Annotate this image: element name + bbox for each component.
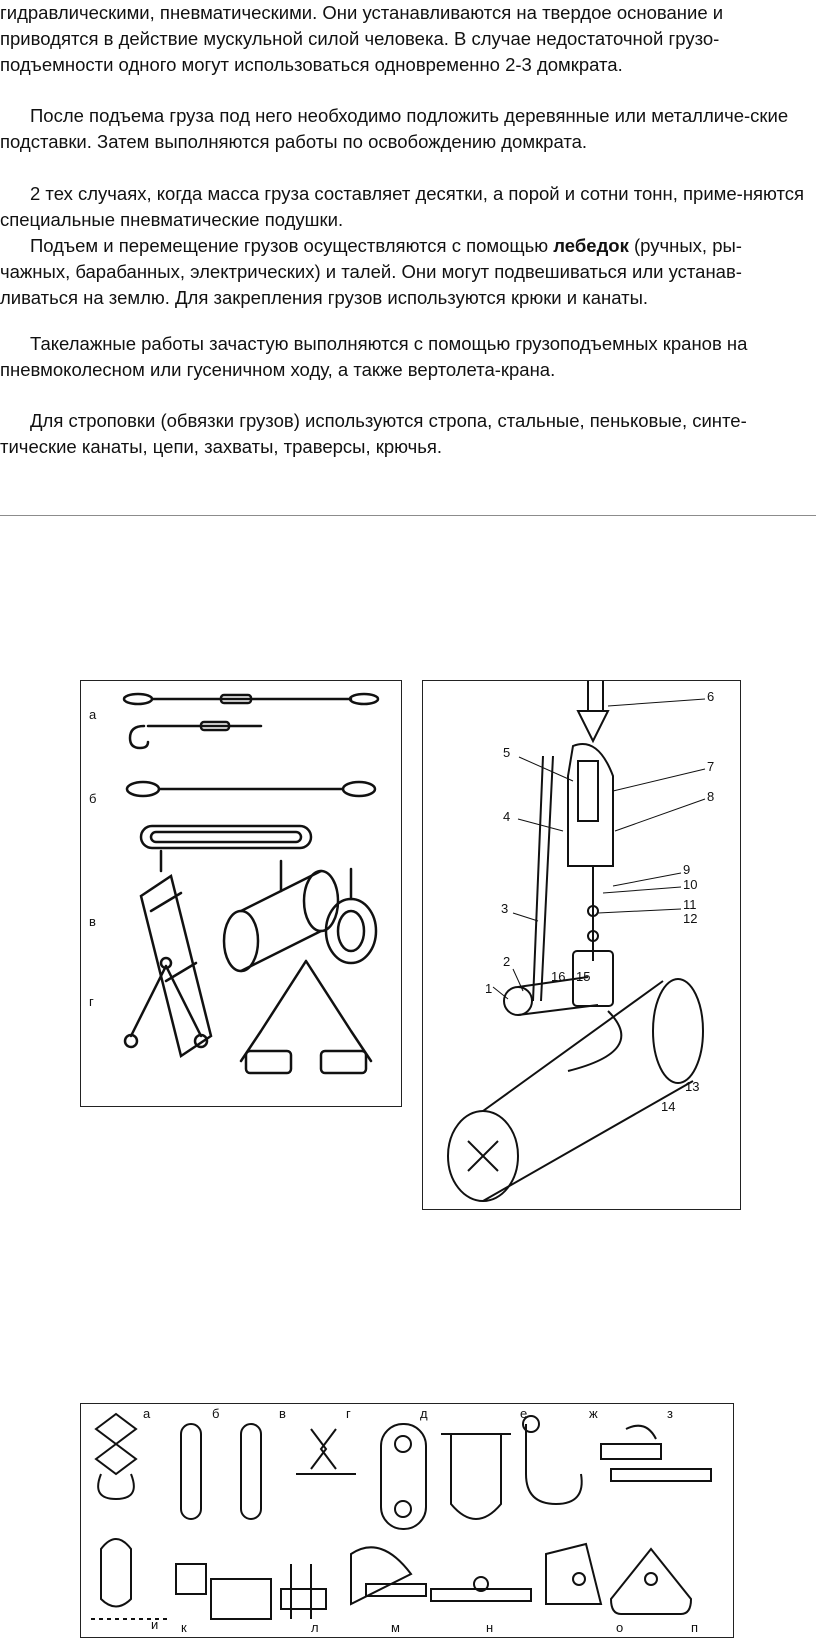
label-l: л	[311, 1620, 319, 1635]
label-15: 15	[576, 969, 590, 984]
label-9: 9	[683, 862, 690, 877]
label-1: 1	[485, 981, 492, 996]
label-8: 8	[707, 789, 714, 804]
bold-term: лебедок	[553, 235, 629, 256]
divider	[0, 515, 816, 516]
label-zh: ж	[589, 1406, 598, 1421]
label-v: в	[279, 1406, 286, 1421]
label-z: з	[667, 1406, 673, 1421]
paragraph: Подъем и перемещение грузов осуществляют…	[0, 233, 810, 311]
label-k: к	[181, 1620, 187, 1635]
figure-grips: а б в г д е ж з и к л м н о п	[80, 1403, 734, 1638]
label-16: 16	[551, 969, 565, 984]
text-run: (ручных, ры-чажных, барабанных, электрич…	[0, 235, 742, 308]
text-run: Подъем и перемещение грузов осуществляют…	[30, 235, 554, 256]
label-2: 2	[503, 954, 510, 969]
label-11: 11	[683, 897, 697, 912]
label-e: е	[520, 1406, 527, 1421]
label-4: 4	[503, 809, 510, 824]
paragraph: Такелажные работы зачастую выполняются с…	[0, 333, 748, 380]
slings-illustration: а б в г	[89, 692, 380, 1075]
paragraph: 2 тех случаях, когда масса груза составл…	[0, 183, 805, 230]
label-o: о	[616, 1620, 623, 1635]
label-p: п	[691, 1620, 698, 1635]
label-a: а	[143, 1406, 151, 1421]
label-v: в	[89, 914, 96, 929]
label-6: 6	[707, 689, 714, 704]
body-text: гидравлическими, пневматическими. Они ус…	[0, 0, 810, 460]
label-7: 7	[707, 759, 714, 774]
label-a: а	[89, 707, 97, 722]
label-b: б	[212, 1406, 219, 1421]
label-14: 14	[661, 1099, 675, 1114]
figure-pipe-sling: 1 2 3 4 5 6 7 8 9 10 11 12 13 14 15 16	[422, 680, 741, 1210]
figure-slings: а б в г	[80, 680, 402, 1107]
paragraph: После подъема груза под него необходимо …	[0, 105, 789, 152]
paragraph: гидравлическими, пневматическими. Они ус…	[0, 2, 724, 75]
label-10: 10	[683, 877, 697, 892]
label-d: д	[420, 1406, 428, 1421]
label-b: б	[89, 791, 96, 806]
label-g: г	[89, 994, 94, 1009]
label-13: 13	[685, 1079, 699, 1094]
label-n: н	[486, 1620, 493, 1635]
label-12: 12	[683, 911, 697, 926]
label-3: 3	[501, 901, 508, 916]
label-g: г	[346, 1406, 351, 1421]
paragraph: Для строповки (обвязки грузов) использую…	[0, 410, 747, 457]
pipe-sling-illustration: 1 2 3 4 5 6 7 8 9 10 11 12 13 14 15 16	[447, 681, 714, 1202]
grips-illustration: а б в г д е ж з и к л м н о п	[91, 1406, 712, 1635]
label-5: 5	[503, 745, 510, 760]
label-m: м	[391, 1620, 400, 1635]
label-i: и	[151, 1617, 158, 1632]
